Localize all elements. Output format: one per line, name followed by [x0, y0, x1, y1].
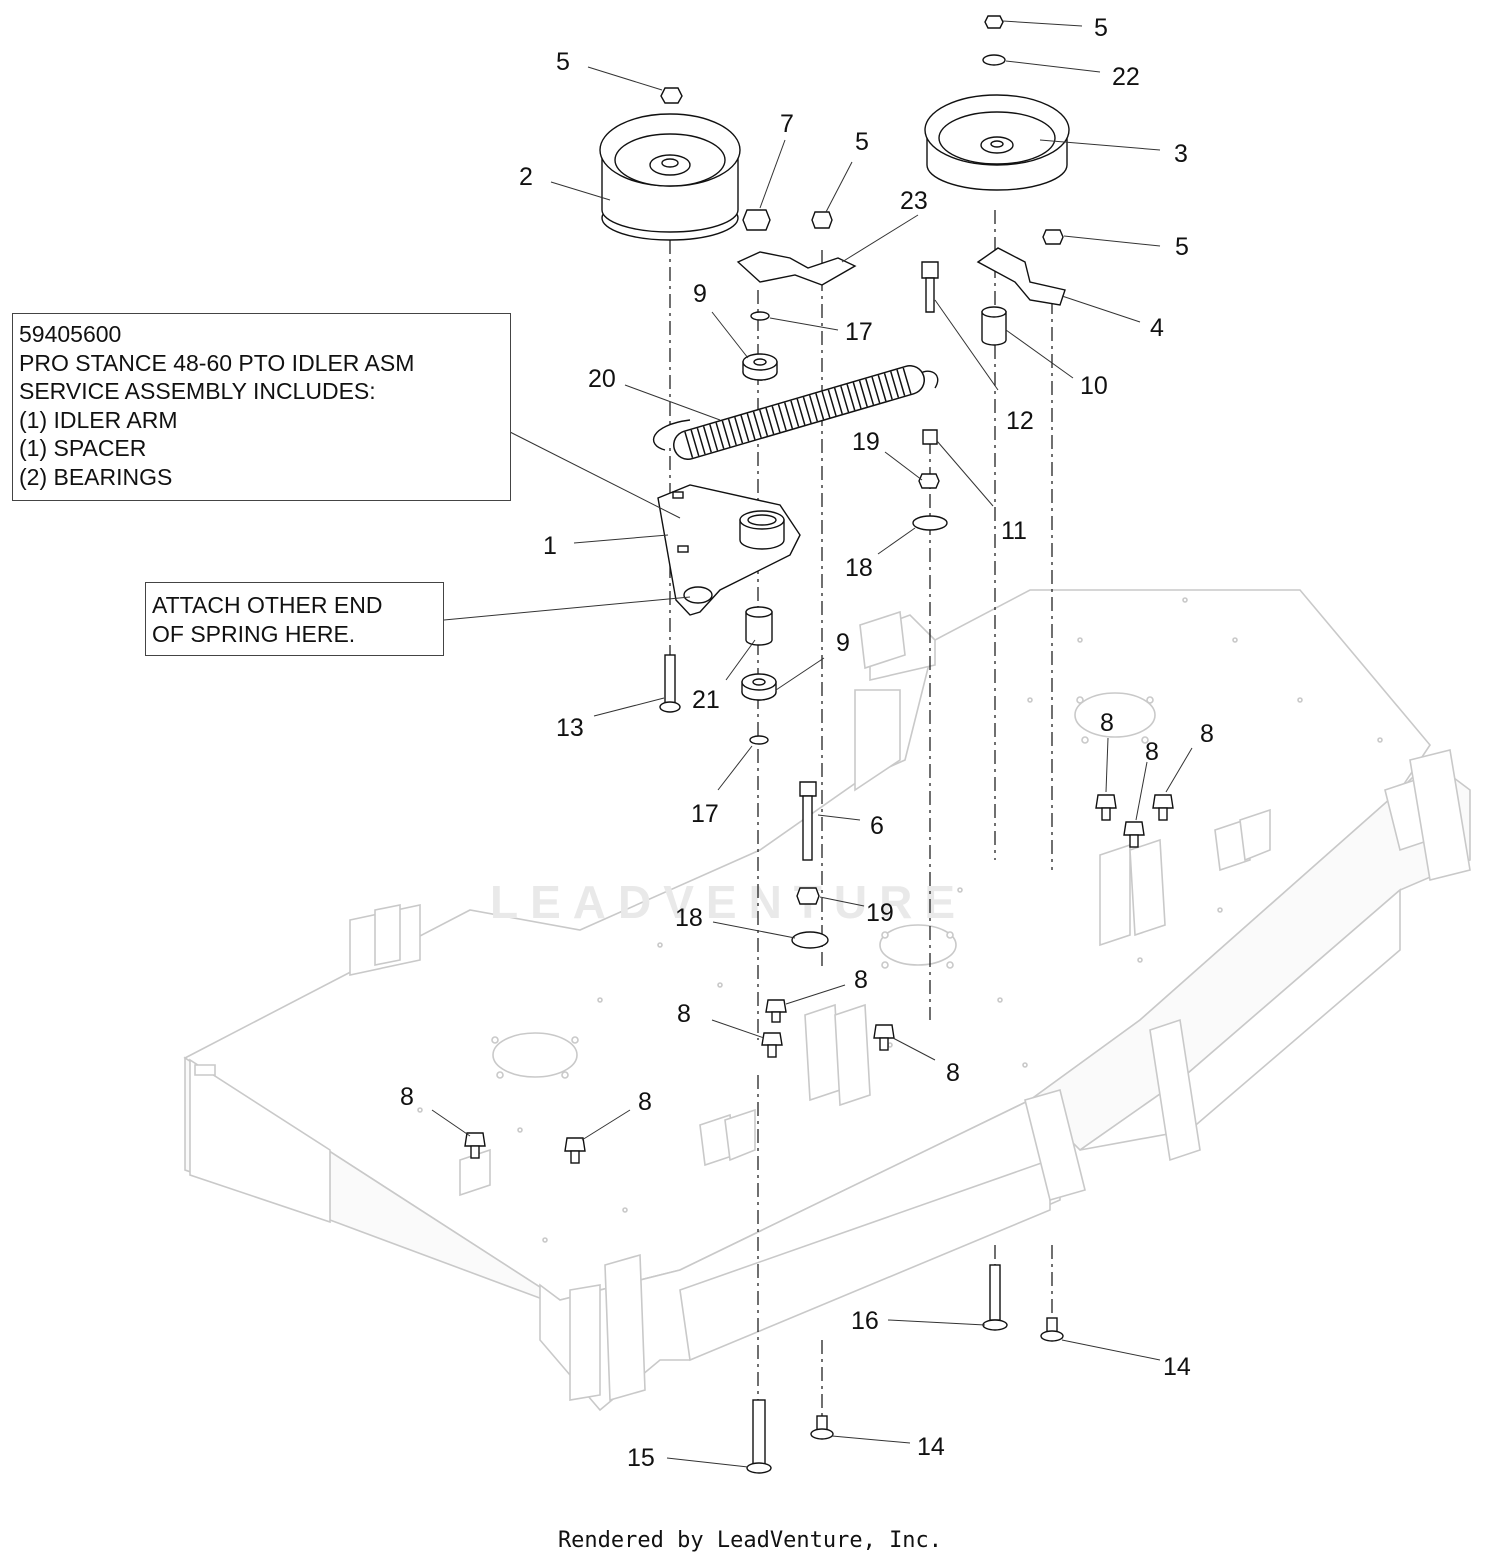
flange-bolts-8 — [464, 794, 1174, 1164]
mower-deck — [183, 589, 1471, 1412]
service-part-number: 59405600 — [19, 321, 122, 347]
idler-pulley-3 — [924, 94, 1070, 191]
service-note-line: (1) IDLER ARM — [19, 406, 178, 433]
pin-13 — [659, 654, 681, 713]
bracket-4 — [976, 247, 1066, 306]
pin-14-center — [810, 1415, 834, 1440]
extension-spring-20 — [652, 365, 939, 460]
callout-17: 17 — [691, 800, 719, 828]
callout-10: 10 — [1080, 372, 1108, 400]
callout-4: 4 — [1150, 314, 1164, 342]
callout-22: 22 — [1112, 63, 1140, 91]
bolt-12 — [921, 261, 939, 313]
washer-18-upper — [912, 515, 948, 531]
callout-8: 8 — [1145, 738, 1159, 766]
callout-12: 12 — [1006, 407, 1034, 435]
pin-16 — [982, 1264, 1008, 1331]
spring-note-line: ATTACH OTHER END — [152, 592, 383, 618]
callout-11: 11 — [1001, 517, 1027, 545]
callout-5: 5 — [1094, 14, 1108, 42]
callout-7: 7 — [780, 110, 794, 138]
footer-credit: Rendered by LeadVenture, Inc. — [557, 1528, 943, 1553]
watermark-text: LEADVENTURE — [490, 876, 967, 928]
callout-6: 6 — [870, 812, 884, 840]
callout-5: 5 — [1175, 233, 1189, 261]
callout-5: 5 — [855, 128, 869, 156]
washer-17-upper — [750, 311, 770, 321]
callout-9: 9 — [836, 629, 850, 657]
callout-8: 8 — [677, 1000, 691, 1028]
callout-19: 19 — [852, 428, 880, 456]
service-note-line: (1) SPACER — [19, 435, 147, 461]
service-note-line: SERVICE ASSEMBLY INCLUDES: — [19, 378, 376, 404]
callout-9: 9 — [693, 280, 707, 308]
callout-8: 8 — [1100, 709, 1114, 737]
service-note-line: PRO STANCE 48-60 PTO IDLER ASM — [19, 349, 415, 376]
service-note-leader — [509, 431, 681, 519]
spacer-11 — [922, 429, 938, 445]
callout-15: 15 — [627, 1444, 655, 1472]
callout-18: 18 — [675, 904, 703, 932]
callout-5: 5 — [556, 48, 570, 76]
pin-14-right — [1040, 1317, 1064, 1342]
washer-18-lower — [791, 931, 829, 949]
callout-18: 18 — [845, 554, 873, 582]
spring-note-leader — [443, 596, 691, 621]
callout-8: 8 — [946, 1059, 960, 1087]
callout-14: 14 — [917, 1433, 945, 1461]
callout-labels: 5 5 5 5 22 2 7 3 23 9 17 4 10 20 12 19 1… — [400, 14, 1214, 1472]
idler-arm-1 — [657, 484, 801, 616]
bolt-6 — [799, 781, 817, 861]
callout-2: 2 — [519, 163, 533, 191]
callout-19: 19 — [866, 899, 894, 927]
nut-19-upper — [918, 473, 940, 489]
nut-19-lower — [796, 887, 820, 905]
callout-21: 21 — [692, 686, 720, 714]
callout-20: 20 — [588, 365, 616, 393]
bracket-23 — [736, 251, 857, 286]
callout-16: 16 — [851, 1307, 879, 1335]
callout-1: 1 — [543, 532, 557, 560]
callout-23: 23 — [900, 187, 928, 215]
callout-17: 17 — [845, 318, 873, 346]
callout-8: 8 — [638, 1088, 652, 1116]
callout-13: 13 — [556, 714, 584, 742]
spring-note-line: OF SPRING HERE. — [152, 620, 356, 647]
callout-8: 8 — [854, 966, 868, 994]
callout-8: 8 — [1200, 720, 1214, 748]
bearing-9-lower — [741, 673, 777, 701]
bearing-9-upper — [742, 353, 778, 381]
hex-nuts — [660, 15, 1064, 245]
service-note-line: (2) BEARINGS — [19, 463, 173, 490]
callout-3: 3 — [1174, 140, 1188, 168]
spacer-21 — [745, 606, 773, 646]
callout-8: 8 — [400, 1083, 414, 1111]
callout-14: 14 — [1163, 1353, 1191, 1381]
callout-leaders — [431, 20, 1193, 1468]
service-assembly-note: 59405600 PRO STANCE 48-60 PTO IDLER ASM … — [12, 313, 511, 501]
pin-15 — [746, 1399, 772, 1474]
spring-attach-note: ATTACH OTHER END OF SPRING HERE. — [145, 582, 444, 656]
idler-pulley-2 — [599, 113, 741, 241]
spacer-10 — [981, 306, 1007, 346]
washer-17-lower — [749, 735, 769, 745]
